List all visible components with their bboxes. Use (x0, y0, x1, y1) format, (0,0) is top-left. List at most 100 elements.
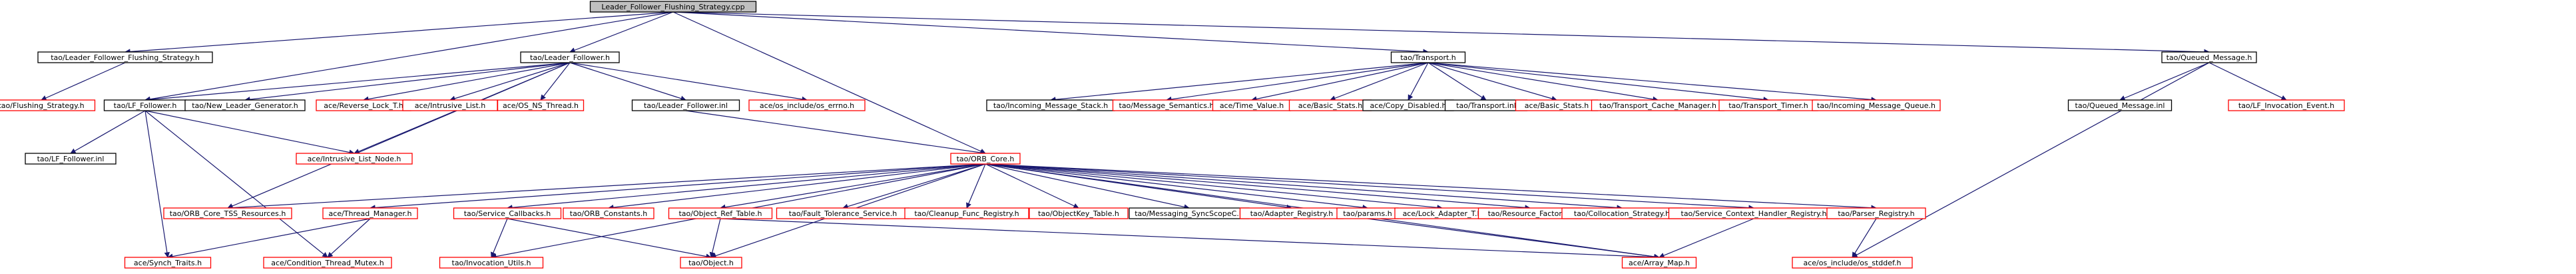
node-box (184, 99, 306, 111)
node-tao-incoming-message-queue-h[interactable]: tao/Incoming_Message_Queue.h (1812, 99, 1941, 111)
edge-lf_h-to-new_leader_h (244, 62, 571, 103)
node-ace-basic-stats-h[interactable]: ace/Basic_Stats.h (1515, 99, 1599, 111)
node-ace-copy-disabled-h[interactable]: ace/Copy_Disabled.h (1362, 99, 1454, 111)
node-ace-synch-traits-h[interactable]: ace/Synch_Traits.h (124, 257, 212, 269)
node-tao-adapter-registry-h[interactable]: tao/Adapter_Registry.h (1239, 207, 1344, 219)
node-ace-intrusive-list-node-h[interactable]: ace/Intrusive_List_Node.h (296, 153, 413, 165)
node-tao-object-ref-table-h[interactable]: tao/Object_Ref_Table.h (668, 207, 773, 219)
node-tao-invocation-utils-h[interactable]: tao/Invocation_Utils.h (439, 257, 544, 269)
node-tao-orb-core-tss-resources-h[interactable]: tao/ORB_Core_TSS_Resources.h (163, 207, 292, 219)
node-ace-basic-stats-h[interactable]: ace/Basic_Stats.h (1288, 99, 1372, 111)
node-label: tao/Object.h (688, 259, 734, 267)
node-tao-params-h[interactable]: tao/params.h (1336, 207, 1399, 219)
dependency-edge (985, 163, 1623, 211)
node-label: tao/Transport_Cache_Manager.h (1599, 101, 1716, 110)
node-label: tao/New_Leader_Generator.h (192, 101, 298, 110)
edge-lf_follower_h-to-intrusive_node_h (144, 110, 355, 155)
node-tao-service-callbacks-h[interactable]: tao/Service_Callbacks.h (453, 207, 562, 219)
edge-transport_h-to-time_value_h (1251, 62, 1429, 102)
dependency-edge (966, 163, 986, 209)
edge-params_h-to-array_map_h (1367, 218, 1660, 260)
node-box (950, 153, 1021, 165)
node-label: tao/Transport.h (1400, 53, 1456, 62)
node-label: tao/Object_Ref_Table.h (678, 209, 762, 218)
node-tao-objectkey-table-h[interactable]: tao/ObjectKey_Table.h (1029, 207, 1129, 219)
node-box (748, 99, 866, 111)
node-tao-queued-message-inl[interactable]: tao/Queued_Message.inl (2067, 99, 2173, 111)
dependency-edge (720, 163, 986, 210)
node-tao-transport-cache-manager-h[interactable]: tao/Transport_Cache_Manager.h (1591, 99, 1725, 111)
node-tao-transport-inl[interactable]: tao/Transport.inl (1444, 99, 1528, 111)
node-tao-lf-follower-inl[interactable]: tao/LF_Follower.inl (25, 153, 117, 165)
edge-lf_h-to-lf_follower_h (144, 62, 571, 103)
node-label: ace/OS_NS_Thread.h (503, 101, 579, 110)
node-label: tao/Parser_Registry.h (1838, 209, 1914, 218)
dependency-edge (1852, 62, 2210, 258)
node-ace-thread-manager-h[interactable]: ace/Thread_Manager.h (322, 207, 418, 219)
node-tao-collocation-strategy-h[interactable]: tao/Collocation_Strategy.h (1561, 207, 1682, 219)
node-tao-flushing-strategy-h[interactable]: tao/Flushing_Strategy.h (0, 99, 96, 111)
edge-orb_core_h-to-parser_registry_h (985, 163, 1877, 211)
node-ace-os-include-os-errno-h[interactable]: ace/os_include/os_errno.h (748, 99, 866, 111)
node-tao-cleanup-func-registry-h[interactable]: tao/Cleanup_Func_Registry.h (904, 207, 1029, 219)
node-box (680, 257, 742, 269)
node-box (563, 207, 654, 219)
dependency-edge (672, 11, 986, 154)
dependency-edge (227, 163, 986, 211)
node-tao-orb-core-h[interactable]: tao/ORB_Core.h (950, 153, 1021, 165)
edge-lf_h-to-reverse_lock_h (363, 62, 571, 102)
node-ace-lock-adapter-t-h[interactable]: ace/Lock_Adapter_T.h (1394, 207, 1490, 219)
dependency-edge (985, 163, 1531, 211)
node-tao-new-leader-generator-h[interactable]: tao/New_Leader_Generator.h (184, 99, 306, 111)
dependency-edge (507, 218, 712, 259)
node-box (1792, 257, 1913, 269)
edge-root-to-lf_follower_h (144, 11, 674, 102)
node-ace-reverse-lock-t-h[interactable]: ace/Reverse_Lock_T.h (316, 99, 411, 111)
node-ace-os-include-os-stddef-h[interactable]: ace/os_include/os_stddef.h (1792, 257, 1913, 269)
node-tao-leader-follower-flushing-strategy-h[interactable]: tao/Leader_Follower_Flushing_Strategy.h (37, 51, 213, 63)
node-tao-queued-message-h[interactable]: tao/Queued_Message.h (2161, 51, 2257, 63)
dependency-edge (1251, 62, 1429, 102)
node-tao-object-h[interactable]: tao/Object.h (680, 257, 742, 269)
node-tao-messaging-syncscopec-h[interactable]: tao/Messaging_SyncScopeC.h (1129, 207, 1250, 219)
edge-lf_h-to-lf_inl (569, 62, 686, 101)
node-tao-message-semantics-h[interactable]: tao/Message_Semantics.h (1112, 99, 1221, 111)
edge-service_callbacks_h-to-object_h (507, 218, 712, 259)
node-label: tao/Adapter_Registry.h (1250, 209, 1334, 218)
node-tao-parser-registry-h[interactable]: tao/Parser_Registry.h (1826, 207, 1926, 219)
edge-lf_h-to-orb_core_tss_h (227, 62, 571, 209)
node-label: tao/Cleanup_Func_Registry.h (914, 209, 1019, 218)
dependency-edge (1050, 62, 1429, 103)
node-tao-service-context-handler-registry-h[interactable]: tao/Service_Context_Handler_Registry.h (1668, 207, 1840, 219)
node-box (631, 99, 740, 111)
dependency-edge (842, 163, 986, 209)
node-tao-leader-follower-inl[interactable]: tao/Leader_Follower.inl (631, 99, 740, 111)
node-label: tao/Resource_Factory.h (1488, 209, 1573, 218)
node-box (2161, 51, 2257, 63)
edge-qm_h-to-lf_invocation_h (2208, 62, 2287, 101)
node-tao-lf-invocation-event-h[interactable]: tao/LF_Invocation_Event.h (2228, 99, 2345, 111)
node-ace-condition-thread-mutex-h[interactable]: ace/Condition_Thread_Mutex.h (263, 257, 392, 269)
node-tao-fault-tolerance-service-h[interactable]: tao/Fault_Tolerance_Service.h (776, 207, 910, 219)
edge-transport_h-to-incoming_stack_h (1050, 62, 1429, 103)
node-box (904, 207, 1029, 219)
node-label: tao/LF_Follower.inl (37, 155, 105, 163)
node-box (0, 99, 96, 111)
node-label: tao/Invocation_Utils.h (452, 259, 531, 267)
node-tao-leader-follower-h[interactable]: tao/Leader_Follower.h (520, 51, 620, 63)
node-ace-time-value-h[interactable]: ace/Time_Value.h (1212, 99, 1292, 111)
node-tao-orb-constants-h[interactable]: tao/ORB_Constants.h (563, 207, 654, 219)
node-ace-intrusive-list-h[interactable]: ace/Intrusive_List.h (402, 99, 498, 111)
node-ace-os-ns-thread-h[interactable]: ace/OS_NS_Thread.h (497, 99, 585, 111)
node-tao-lf-follower-h[interactable]: tao/LF_Follower.h (103, 99, 187, 111)
node-ace-array-map-h[interactable]: ace/Array_Map.h (1621, 257, 1697, 269)
dependency-edge (1408, 62, 1429, 101)
node-tao-transport-timer-h[interactable]: tao/Transport_Timer.h (1718, 99, 1818, 111)
edge-service_context_h-to-array_map_h (1659, 218, 1754, 259)
node-tao-transport-h[interactable]: tao/Transport.h (1390, 51, 1466, 63)
node-tao-incoming-message-stack-h[interactable]: tao/Incoming_Message_Stack.h (986, 99, 1115, 111)
node-tao-resource-factory-h[interactable]: tao/Resource_Factory.h (1477, 207, 1583, 219)
node-label: tao/Transport.inl (1456, 101, 1516, 110)
node-label: tao/ORB_Core_TSS_Resources.h (170, 209, 286, 218)
node-label: Leader_Follower_Flushing_Strategy.cpp (601, 3, 744, 11)
